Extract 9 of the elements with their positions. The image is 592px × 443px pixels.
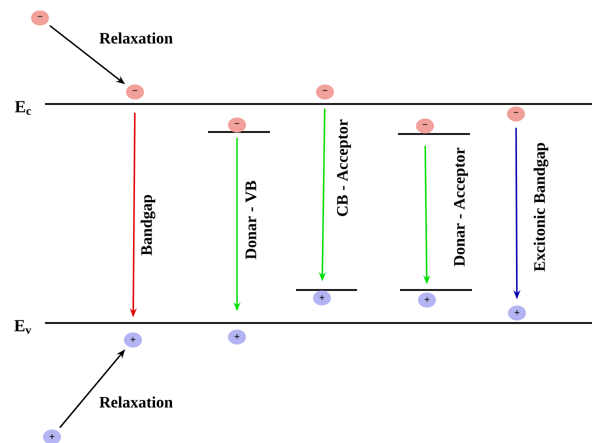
- edge-label: Excitonic Bandgap: [534, 142, 548, 272]
- energy-label: E$_{c}$: [14, 101, 31, 115]
- edge-label: Bandgap: [140, 194, 156, 256]
- edge-label: CB - Acceptor: [337, 119, 351, 216]
- edge-label: Donar - Acceptor: [454, 148, 468, 266]
- energy-label: E$_{v}$: [14, 320, 32, 334]
- edge-label: Relaxation: [99, 396, 173, 408]
- edge-label: Donar - VB: [246, 180, 256, 260]
- edge-label: Relaxation: [99, 32, 173, 44]
